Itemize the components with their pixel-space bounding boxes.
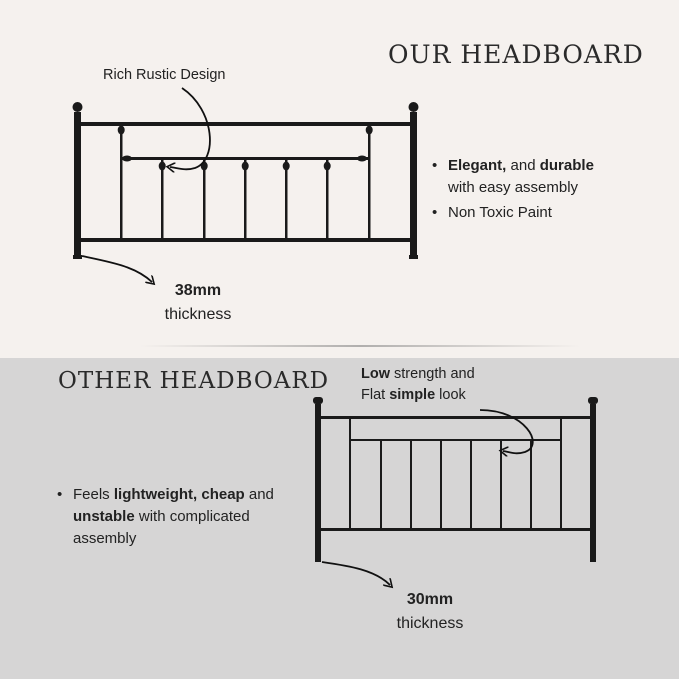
feature-text: and (244, 486, 274, 503)
feature-bold-lightweight: lightweight, cheap (113, 486, 245, 503)
our-features-list: • Elegant, and durable with easy assembl… (432, 155, 672, 227)
feature-text: with complicated (134, 508, 250, 525)
design-note: Rich Rustic Design (103, 67, 226, 83)
feature-item: • Elegant, and durable with easy assembl… (432, 155, 672, 199)
feature-bold-durable: durable (539, 157, 594, 174)
other-thickness-value: 30mm (406, 591, 454, 608)
design-arrow (170, 87, 211, 169)
other-headboard-image (313, 397, 598, 562)
note-bold-simple: simple (389, 387, 436, 403)
note-text: strength and (390, 366, 475, 382)
feature-item: • Feels lightweight, cheap and unstable … (57, 484, 307, 550)
feature-bold-elegant: Elegant, (448, 157, 507, 174)
bullet-dot: • (432, 157, 438, 174)
other-headboard-title: OTHER HEADBOARD (58, 368, 330, 394)
our-thickness-label: thickness (164, 306, 232, 323)
note-text: Flat (361, 387, 390, 403)
other-features-list: • Feels lightweight, cheap and unstable … (57, 484, 307, 553)
our-headboard-image (72, 102, 419, 259)
bullet-dot: • (432, 204, 438, 221)
our-thickness: 38mm thickness (138, 279, 258, 327)
feature-item: • Non Toxic Paint (432, 202, 672, 224)
note-bold-low: Low (361, 366, 390, 382)
feature-text: Non Toxic Paint (448, 204, 552, 221)
feature-text: assembly (73, 530, 137, 547)
section-divider (140, 345, 580, 347)
our-headboard-title: OUR HEADBOARD (388, 40, 644, 69)
other-note: Low strength and Flat simple look (361, 364, 475, 406)
feature-text-cont: with easy assembly (448, 179, 579, 196)
feature-text: and (506, 157, 540, 174)
other-thickness-label: thickness (396, 615, 464, 632)
other-headboard-section (0, 358, 679, 679)
note-text: look (435, 387, 466, 403)
simple-look-arrow (479, 409, 534, 453)
our-headboard-section (0, 0, 679, 358)
our-thickness-value: 38mm (174, 282, 222, 299)
thickness-arrow-bottom (321, 561, 390, 585)
feature-text: Feels (73, 486, 114, 503)
thickness-arrow-top (81, 255, 152, 282)
feature-bold-unstable: unstable (73, 508, 135, 525)
bullet-dot: • (57, 486, 63, 503)
other-thickness: 30mm thickness (370, 588, 490, 636)
